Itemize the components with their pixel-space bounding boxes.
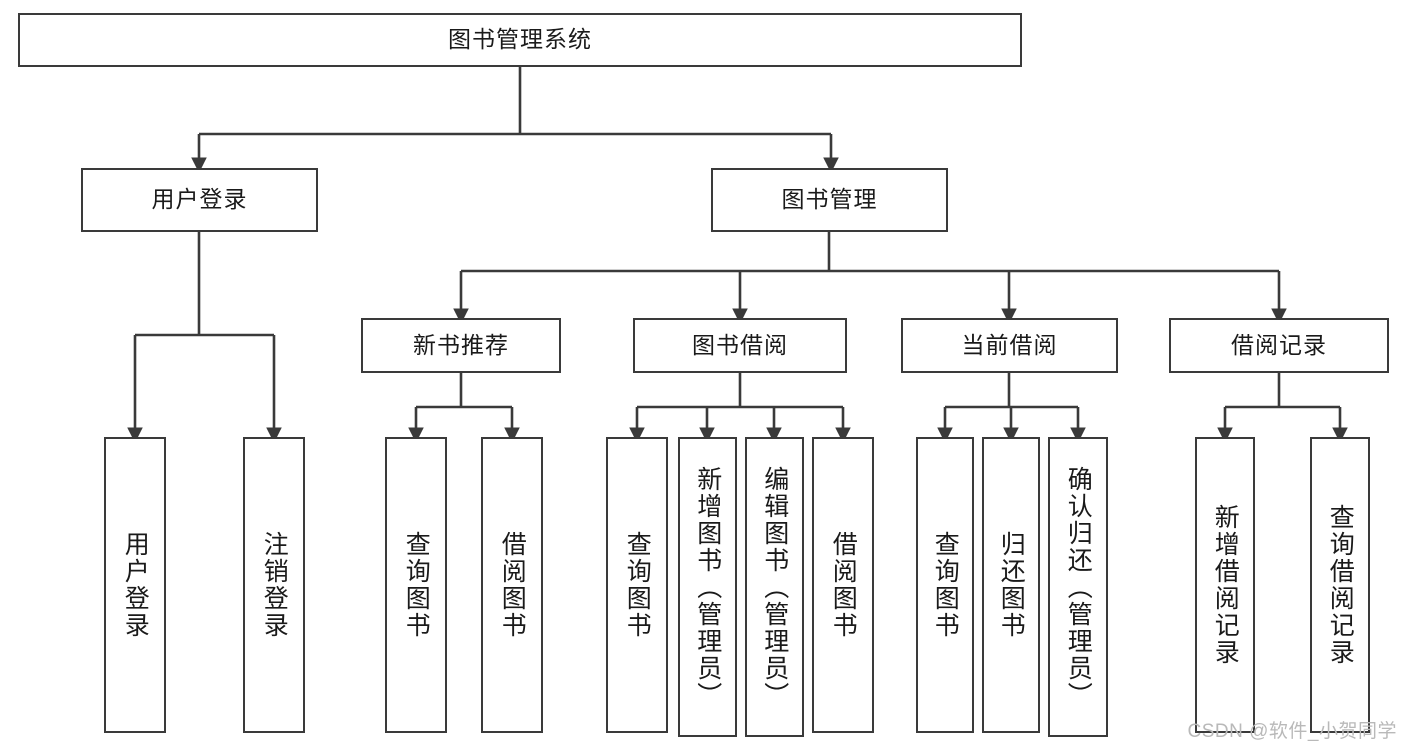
node-label: 用户登录 xyxy=(121,531,150,639)
node-label: 查询图书 xyxy=(931,531,960,639)
node-label: 新增借阅记录 xyxy=(1211,504,1240,666)
watermark-text: CSDN @软件_小贺同学 xyxy=(1187,721,1397,742)
node-root-book-management-system[interactable]: 图书管理系统 xyxy=(18,13,1022,67)
node-user-login[interactable]: 用户登录 xyxy=(81,168,318,232)
leaf-book-borrow-borrow-book[interactable]: 借阅图书 xyxy=(812,437,874,733)
leaf-current-borrow-query-book[interactable]: 查询图书 xyxy=(916,437,974,733)
node-new-book-recommend[interactable]: 新书推荐 xyxy=(361,318,561,373)
node-label: 归还图书 xyxy=(997,531,1026,639)
node-label: 注销登录 xyxy=(260,531,289,639)
node-label: 查询图书 xyxy=(402,531,431,639)
node-label: 查询借阅记录 xyxy=(1326,504,1355,666)
node-label: 编辑图书（管理员） xyxy=(760,465,789,709)
leaf-new-book-query-book[interactable]: 查询图书 xyxy=(385,437,447,733)
node-label: 确认归还（管理员） xyxy=(1064,465,1093,709)
node-label: 图书管理 xyxy=(781,186,878,213)
node-current-borrow[interactable]: 当前借阅 xyxy=(901,318,1118,373)
leaf-book-borrow-edit-book-admin[interactable]: 编辑图书（管理员） xyxy=(745,437,804,737)
leaf-user-login-login[interactable]: 用户登录 xyxy=(104,437,166,733)
node-label: 借阅记录 xyxy=(1231,331,1327,358)
leaf-current-borrow-return-book[interactable]: 归还图书 xyxy=(982,437,1040,733)
node-label: 图书管理系统 xyxy=(448,26,592,53)
node-label: 当前借阅 xyxy=(961,331,1058,358)
leaf-new-book-borrow-book[interactable]: 借阅图书 xyxy=(481,437,543,733)
leaf-book-borrow-add-book-admin[interactable]: 新增图书（管理员） xyxy=(678,437,737,737)
node-label: 查询图书 xyxy=(623,531,652,639)
leaf-borrow-record-add-record[interactable]: 新增借阅记录 xyxy=(1195,437,1255,733)
node-label: 借阅图书 xyxy=(829,531,858,639)
leaf-borrow-record-query-record[interactable]: 查询借阅记录 xyxy=(1310,437,1370,733)
node-borrow-record[interactable]: 借阅记录 xyxy=(1169,318,1389,373)
node-book-management[interactable]: 图书管理 xyxy=(711,168,948,232)
leaf-book-borrow-query-book[interactable]: 查询图书 xyxy=(606,437,668,733)
node-label: 借阅图书 xyxy=(498,531,527,639)
leaf-user-login-logout[interactable]: 注销登录 xyxy=(243,437,305,733)
node-label: 图书借阅 xyxy=(692,331,788,358)
node-label: 新书推荐 xyxy=(413,331,509,358)
node-label: 新增图书（管理员） xyxy=(693,465,722,709)
node-label: 用户登录 xyxy=(151,186,248,213)
leaf-current-borrow-confirm-return-admin[interactable]: 确认归还（管理员） xyxy=(1048,437,1108,737)
node-book-borrow[interactable]: 图书借阅 xyxy=(633,318,847,373)
